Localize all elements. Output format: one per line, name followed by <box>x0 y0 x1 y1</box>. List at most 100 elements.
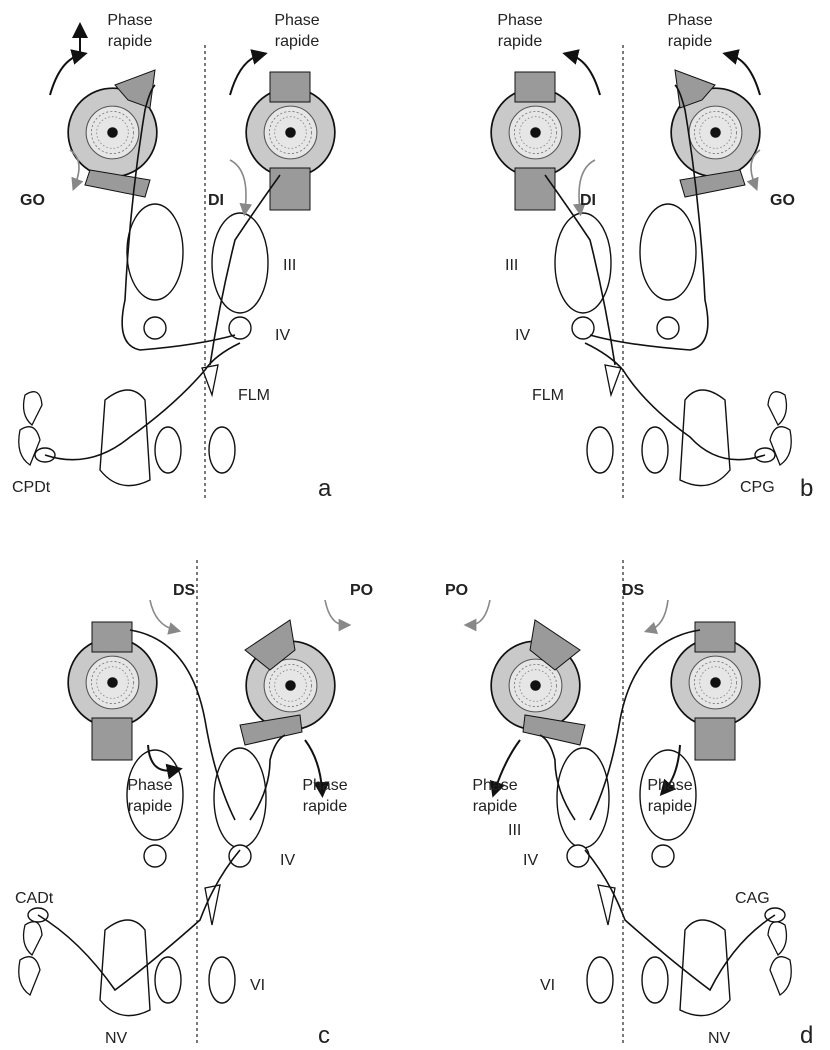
label-b-IV: IV <box>515 327 530 344</box>
label-b-DI: DI <box>580 192 596 209</box>
label-a-phase-left-1: Phase <box>107 12 152 29</box>
muscle-a-right-bottom <box>270 168 310 210</box>
panel-a: Phase rapide Phase rapide GO DI III IV F… <box>12 12 335 502</box>
path-d-1 <box>585 850 775 990</box>
cortex-a-1 <box>24 392 42 425</box>
nucleus-c-left-phase <box>127 750 183 840</box>
label-b-III: III <box>505 257 518 274</box>
arrow-b-2 <box>570 55 600 95</box>
label-b-phase-right-1: Phase <box>667 12 712 29</box>
muscle-c-left-bottom <box>92 718 132 760</box>
label-a-FLM: FLM <box>238 387 270 404</box>
label-b-phase-left-1: Phase <box>497 12 542 29</box>
flm-b <box>605 365 621 395</box>
arrow-a-1 <box>50 55 80 95</box>
arrow-c-1 <box>150 600 175 630</box>
panel-label-a: a <box>318 475 332 502</box>
nucleus-d-right-small <box>642 957 668 1003</box>
label-a-phase-right-2: rapide <box>275 33 320 50</box>
nucleus-a-left-IV <box>144 317 166 339</box>
cortex-c-2 <box>19 957 40 995</box>
cortex-d-2 <box>770 957 791 995</box>
nucleus-b-right-small <box>642 427 668 473</box>
label-c-PO: PO <box>350 582 373 599</box>
label-a-CPDt: CPDt <box>12 479 51 496</box>
label-c-phase-left-2: rapide <box>128 798 173 815</box>
nucleus-a-left-small <box>155 427 181 473</box>
label-d-DS: DS <box>622 582 645 599</box>
nucleus-b-right-IV <box>657 317 679 339</box>
label-d-CAG: CAG <box>735 890 770 907</box>
label-c-DS: DS <box>173 582 196 599</box>
nucleus-d-left-IV <box>567 845 589 867</box>
label-d-III: III <box>508 822 521 839</box>
label-a-IV: IV <box>275 327 290 344</box>
nucleus-c-left-small <box>155 957 181 1003</box>
label-a-phase-right-1: Phase <box>274 12 319 29</box>
cortex-c-1 <box>24 922 42 955</box>
panel-label-d: d <box>800 1022 813 1049</box>
arrow-c-2 <box>325 600 345 625</box>
nucleus-c-right-III <box>214 748 266 848</box>
label-c-NV: NV <box>105 1030 128 1047</box>
label-d-phase-right-1: Phase <box>647 777 692 794</box>
panel-label-b: b <box>800 475 813 502</box>
nucleus-a-left-III <box>127 204 183 300</box>
label-c-IV: IV <box>280 852 295 869</box>
nucleus-a-right-III <box>212 213 268 313</box>
label-d-phase-left-2: rapide <box>473 798 518 815</box>
label-b-FLM: FLM <box>532 387 564 404</box>
panel-c: DS PO Phase rapide Phase rapide IV CADt … <box>15 560 373 1049</box>
nucleus-b-brainstem-right <box>680 390 730 486</box>
label-b-phase-right-2: rapide <box>668 33 713 50</box>
label-b-GO: GO <box>770 192 795 209</box>
label-c-phase-left-1: Phase <box>127 777 172 794</box>
muscle-d-left-bottom <box>523 715 585 745</box>
arrow-b-1 <box>730 55 760 95</box>
label-a-DI: DI <box>208 192 224 209</box>
muscle-b-left-top <box>515 72 555 102</box>
label-c-VI: VI <box>250 977 265 994</box>
label-d-VI: VI <box>540 977 555 994</box>
cortex-b-1 <box>768 392 786 425</box>
nucleus-d-left-VI <box>587 957 613 1003</box>
label-b-phase-left-2: rapide <box>498 33 543 50</box>
label-c-phase-right-2: rapide <box>303 798 348 815</box>
panel-d: PO DS Phase rapide Phase rapide III IV C… <box>445 560 813 1049</box>
nucleus-a-brainstem-left <box>100 390 150 486</box>
muscle-c-left-top <box>92 622 132 652</box>
label-b-CPG: CPG <box>740 479 775 496</box>
label-d-NV: NV <box>708 1030 731 1047</box>
nucleus-a-right-small <box>209 427 235 473</box>
label-c-phase-right-1: Phase <box>302 777 347 794</box>
arrow-a-3 <box>230 55 260 95</box>
label-c-CADt: CADt <box>15 890 54 907</box>
muscle-a-right-top <box>270 72 310 102</box>
nucleus-d-right-IV <box>652 845 674 867</box>
arrow-d-1 <box>470 600 490 625</box>
label-d-phase-left-1: Phase <box>472 777 517 794</box>
panel-label-c: c <box>318 1022 330 1049</box>
label-d-IV: IV <box>523 852 538 869</box>
label-a-GO: GO <box>20 192 45 209</box>
nucleus-c-right-VI <box>209 957 235 1003</box>
label-a-phase-left-2: rapide <box>108 33 153 50</box>
nucleus-b-left-small <box>587 427 613 473</box>
nucleus-d-left-III <box>557 748 609 848</box>
nucleus-d-right-phase <box>640 750 696 840</box>
label-a-III: III <box>283 257 296 274</box>
label-d-phase-right-2: rapide <box>648 798 693 815</box>
muscle-c-right-bottom <box>240 715 302 745</box>
muscle-d-right-bottom <box>695 718 735 760</box>
label-d-PO: PO <box>445 582 468 599</box>
nucleus-c-left-IV <box>144 845 166 867</box>
arrow-d-2 <box>650 600 668 630</box>
muscle-b-left-bottom <box>515 168 555 210</box>
panel-b: Phase rapide Phase rapide DI GO III IV F… <box>491 12 813 502</box>
cortex-d-1 <box>768 922 786 955</box>
arrow-a-5 <box>230 160 246 210</box>
muscle-d-right-top <box>695 622 735 652</box>
nucleus-c-right-IV <box>229 845 251 867</box>
